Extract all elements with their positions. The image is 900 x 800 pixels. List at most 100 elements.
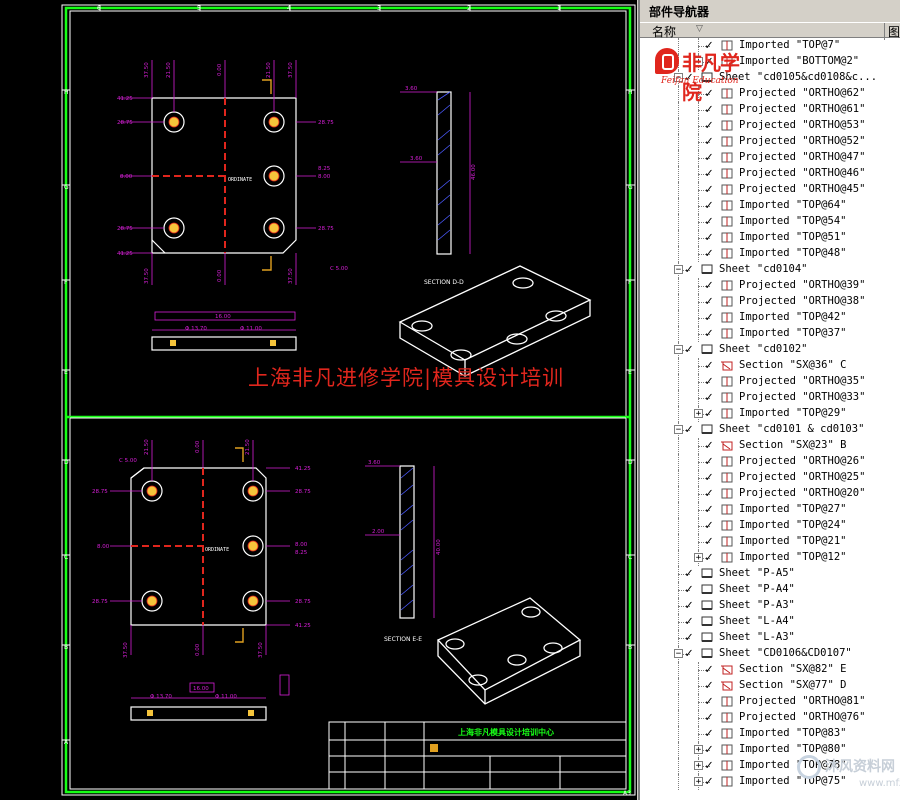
tree-view-node[interactable]: ✓Section "SX@36" C [640,358,900,374]
visibility-check-icon[interactable]: ✓ [705,662,713,677]
tree-view-node[interactable]: ✓Projected "ORTHO@47" [640,150,900,166]
tree-view-node[interactable]: ✓Projected "ORTHO@38" [640,294,900,310]
tree-node-label[interactable]: Projected "ORTHO@53" [739,119,866,131]
tree-view-node[interactable]: ✓ Imported "TOP@27" [640,502,900,518]
tree-node-label[interactable]: Projected "ORTHO@20" [739,487,866,499]
visibility-check-icon[interactable]: ✓ [685,262,693,277]
tree-view-node[interactable]: ✓Imported "TOP@7" [640,38,900,54]
tree-node-label[interactable]: Sheet "L-A4" [719,615,795,627]
tree-node-label[interactable]: Sheet "P-A3" [719,599,795,611]
expand-icon[interactable]: + [694,409,703,419]
tree-view-node[interactable]: ✓Projected "ORTHO@46" [640,166,900,182]
tree-node-label[interactable]: Projected "ORTHO@38" [739,295,866,307]
column-picture[interactable]: 图 [884,23,900,40]
expand-icon[interactable]: + [694,777,703,787]
tree-node-label[interactable]: Sheet "cd0102" [719,343,808,355]
tree-view-node[interactable]: ✓ Projected "ORTHO@33" [640,390,900,406]
visibility-check-icon[interactable]: ✓ [705,358,713,373]
visibility-check-icon[interactable]: ✓ [705,774,713,789]
visibility-check-icon[interactable]: ✓ [705,390,713,405]
visibility-check-icon[interactable]: ✓ [705,550,713,565]
tree-view-node[interactable]: ✓ Projected "ORTHO@25" [640,470,900,486]
tree-view-node[interactable]: ✓Projected "ORTHO@20" [640,486,900,502]
tree-view-node[interactable]: ✓Projected "ORTHO@39" [640,278,900,294]
tree-view-node[interactable]: ✓Section "SX@23" B [640,438,900,454]
visibility-check-icon[interactable]: ✓ [705,278,713,293]
visibility-check-icon[interactable]: ✓ [705,742,713,757]
tree-view-node[interactable]: +✓Imported "TOP@75" [640,774,900,790]
tree-sheet-node[interactable]: −✓Sheet "CD0106&CD0107" [640,646,900,662]
tree-node-label[interactable]: Sheet "cd0104" [719,263,808,275]
tree-view-node[interactable]: ✓Projected "ORTHO@62" [640,86,900,102]
visibility-check-icon[interactable]: ✓ [705,166,713,181]
visibility-check-icon[interactable]: ✓ [705,118,713,133]
tree-view-node[interactable]: ✓ Imported "TOP@37" [640,326,900,342]
visibility-check-icon[interactable]: ✓ [705,758,713,773]
visibility-check-icon[interactable]: ✓ [685,646,693,661]
tree-node-label[interactable]: Sheet "P-A4" [719,583,795,595]
visibility-check-icon[interactable]: ✓ [685,566,693,581]
collapse-icon[interactable]: − [674,73,683,83]
part-tree[interactable]: ✓Imported "TOP@7"+✓Imported "BOTTOM@2"−✓… [640,38,900,800]
tree-node-label[interactable]: Imported "TOP@80" [739,743,847,755]
tree-node-label[interactable]: Sheet "cd0105&cd0108&c... [719,71,878,83]
visibility-check-icon[interactable]: ✓ [685,614,693,629]
tree-sheet-node[interactable]: ✓Sheet "P-A4" [640,582,900,598]
visibility-check-icon[interactable]: ✓ [705,710,713,725]
visibility-check-icon[interactable]: ✓ [705,54,713,69]
tree-view-node[interactable]: ✓Imported "TOP@24" [640,518,900,534]
collapse-icon[interactable]: − [674,425,683,435]
tree-view-node[interactable]: ✓Projected "ORTHO@61" [640,102,900,118]
tree-node-label[interactable]: Projected "ORTHO@25" [739,471,866,483]
tree-view-node[interactable]: ✓ Imported "TOP@21" [640,534,900,550]
tree-sheet-node[interactable]: ✓ Sheet "P-A5" [640,566,900,582]
tree-node-label[interactable]: Imported "TOP@12" [739,551,847,563]
tree-node-label[interactable]: Sheet "P-A5" [719,567,795,579]
column-name[interactable]: 名称 [652,25,677,39]
collapse-icon[interactable]: − [674,345,683,355]
visibility-check-icon[interactable]: ✓ [705,230,713,245]
tree-node-label[interactable]: Imported "TOP@27" [739,503,847,515]
collapse-icon[interactable]: − [674,265,683,275]
visibility-check-icon[interactable]: ✓ [705,678,713,693]
tree-sheet-node[interactable]: ✓ Sheet "L-A4" [640,614,900,630]
visibility-check-icon[interactable]: ✓ [705,470,713,485]
expand-icon[interactable]: + [694,57,703,67]
tree-node-label[interactable]: Imported "TOP@29" [739,407,847,419]
visibility-check-icon[interactable]: ✓ [705,374,713,389]
visibility-check-icon[interactable]: ✓ [685,422,693,437]
tree-node-label[interactable]: Projected "ORTHO@26" [739,455,866,467]
tree-node-label[interactable]: Imported "TOP@51" [739,231,847,243]
tree-node-label[interactable]: Imported "TOP@24" [739,519,847,531]
tree-view-node[interactable]: ✓Projected "ORTHO@52" [640,134,900,150]
visibility-check-icon[interactable]: ✓ [705,102,713,117]
tree-view-node[interactable]: ✓ Imported "TOP@42" [640,310,900,326]
visibility-check-icon[interactable]: ✓ [705,326,713,341]
tree-node-label[interactable]: Imported "BOTTOM@2" [739,55,860,67]
tree-sheet-node[interactable]: −✓Sheet "cd0101 & cd0103" [640,422,900,438]
visibility-check-icon[interactable]: ✓ [705,310,713,325]
tree-view-node[interactable]: ✓Projected "ORTHO@81" [640,694,900,710]
tree-view-node[interactable]: +✓Imported "TOP@29" [640,406,900,422]
tree-node-label[interactable]: Section "SX@82" E [739,663,847,675]
visibility-check-icon[interactable]: ✓ [705,534,713,549]
tree-node-label[interactable]: Imported "TOP@42" [739,311,847,323]
tree-view-node[interactable]: ✓Projected "ORTHO@45" [640,182,900,198]
visibility-check-icon[interactable]: ✓ [705,134,713,149]
tree-view-node[interactable]: ✓ Section "SX@82" E [640,662,900,678]
visibility-check-icon[interactable]: ✓ [685,630,693,645]
tree-sheet-node[interactable]: ✓Sheet "L-A3" [640,630,900,646]
tree-node-label[interactable]: Imported "TOP@37" [739,327,847,339]
tree-node-label[interactable]: Imported "TOP@48" [739,247,847,259]
visibility-check-icon[interactable]: ✓ [705,198,713,213]
tree-view-node[interactable]: +✓Imported "TOP@12" [640,550,900,566]
tree-view-node[interactable]: +✓ Imported "TOP@80" [640,742,900,758]
visibility-check-icon[interactable]: ✓ [705,502,713,517]
tree-sheet-node[interactable]: ✓Sheet "P-A3" [640,598,900,614]
tree-node-label[interactable]: Projected "ORTHO@35" [739,375,866,387]
tree-node-label[interactable]: Imported "TOP@21" [739,535,847,547]
tree-view-node[interactable]: ✓Projected "ORTHO@26" [640,454,900,470]
visibility-check-icon[interactable]: ✓ [705,214,713,229]
expand-icon[interactable]: + [694,745,703,755]
tree-node-label[interactable]: Projected "ORTHO@33" [739,391,866,403]
